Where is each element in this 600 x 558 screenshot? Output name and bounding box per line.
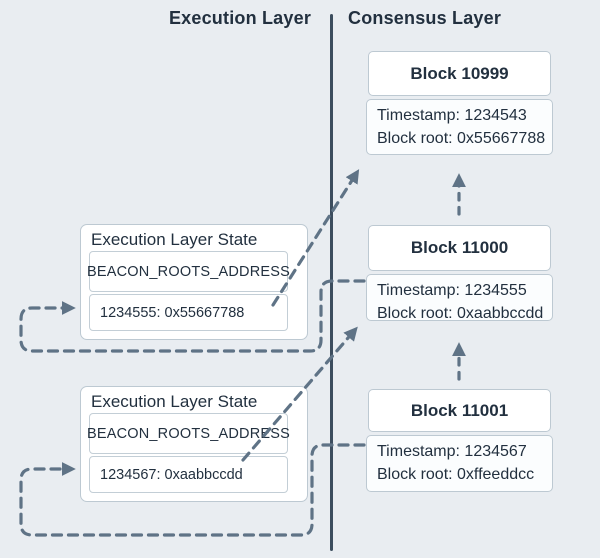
beacon-roots-address-row-1: BEACON_ROOTS_ADDRESS	[87, 251, 290, 292]
block-10999-timestamp: Timestamp: 1234543	[377, 107, 527, 124]
storage-entry-row-1: 1234555: 0x55667788	[89, 294, 288, 331]
execution-state-box-2: Execution Layer State BEACON_ROOTS_ADDRE…	[80, 386, 308, 502]
block-11000-header: Block 11000	[368, 225, 551, 271]
block-11001-block-root: Block root: 0xffeeddcc	[377, 466, 535, 483]
execution-layer-heading: Execution Layer	[168, 8, 312, 28]
block-10999-title: Block 10999	[410, 63, 509, 83]
block-11000-body: Timestamp: 1234555 Block root: 0xaabbccd…	[366, 274, 553, 322]
block-10999-header: Block 10999	[368, 51, 551, 96]
execution-state-box-2-title: Execution Layer State	[91, 392, 258, 411]
storage-entry-row-2: 1234567: 0xaabbccdd	[89, 456, 288, 493]
block-11000-title: Block 11000	[410, 238, 509, 257]
consensus-layer-heading: Consensus Layer	[348, 8, 502, 28]
block-11001-header: Block 11001	[368, 389, 551, 432]
block-11001-title: Block 11001	[410, 400, 509, 420]
execution-state-box-1: Execution Layer State BEACON_ROOTS_ADDRE…	[80, 224, 308, 340]
block-11001-timestamp: Timestamp: 1234567	[377, 443, 527, 460]
execution-state-box-1-title: Execution Layer State	[91, 230, 258, 249]
block-11001-body: Timestamp: 1234567 Block root: 0xffeeddc…	[366, 435, 553, 492]
block-10999-body: Timestamp: 1234543 Block root: 0x5566778…	[366, 99, 553, 155]
block-11000-block-root: Block root: 0xaabbccdd	[377, 305, 544, 322]
block-11000-timestamp: Timestamp: 1234555	[377, 282, 527, 299]
layer-divider-line	[330, 14, 333, 551]
block-10999-block-root: Block root: 0x55667788	[377, 130, 546, 147]
beacon-roots-address-row-2: BEACON_ROOTS_ADDRESS	[87, 413, 290, 454]
